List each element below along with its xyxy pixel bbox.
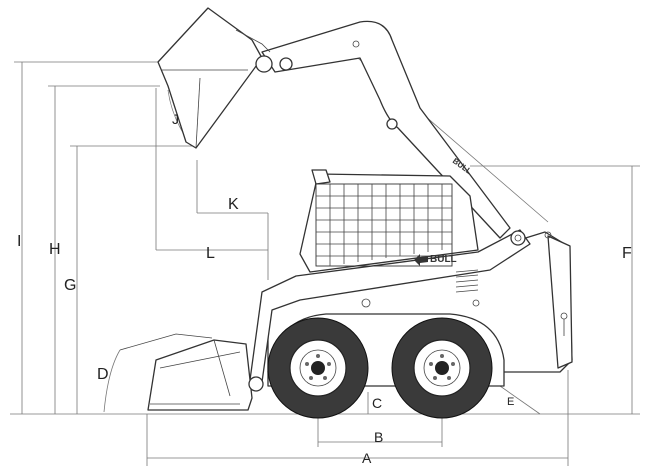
lowered-bucket xyxy=(119,333,264,411)
dim-label-I: I xyxy=(17,233,21,250)
rear-wheel xyxy=(391,317,493,419)
dim-label-F: F xyxy=(622,245,632,262)
cab-grille xyxy=(315,183,453,267)
dim-label-J: J xyxy=(172,111,179,127)
dim-label-A: A xyxy=(362,450,372,466)
dim-label-G: G xyxy=(64,277,76,294)
cab-logo: BULL xyxy=(414,254,457,266)
dim-label-B: B xyxy=(374,429,383,445)
dim-label-L: L xyxy=(206,245,215,262)
raised-arm-ghost xyxy=(157,7,511,239)
dim-label-C: C xyxy=(372,395,382,411)
dim-label-K: K xyxy=(228,196,239,213)
front-wheel xyxy=(267,317,369,419)
cab-logo-text: BULL xyxy=(430,254,457,265)
dim-label-D: D xyxy=(97,366,109,383)
dim-label-E: E xyxy=(507,396,514,408)
dim-label-H: H xyxy=(49,241,61,258)
side-vents xyxy=(455,269,479,293)
